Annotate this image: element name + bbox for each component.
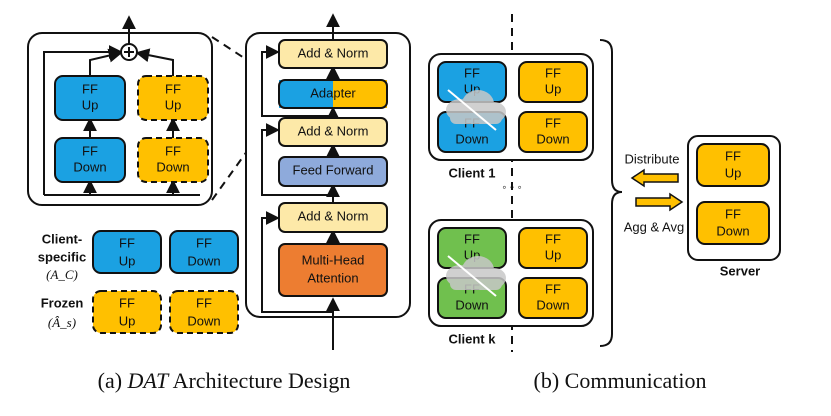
svg-text:Add & Norm: Add & Norm xyxy=(298,123,369,138)
arrow-right-icon xyxy=(635,192,684,212)
bracket xyxy=(599,39,623,347)
ff-down-frozen-block: FF Down xyxy=(137,137,209,183)
caption-b: (b) Communication xyxy=(534,368,707,393)
svg-text:FF: FF xyxy=(119,235,135,250)
legend-client-label: specific xyxy=(38,249,86,264)
svg-text:FF: FF xyxy=(196,235,212,250)
svg-text:Down: Down xyxy=(187,253,220,268)
caption-a: (a) DAT Architecture Design xyxy=(98,368,351,393)
client-k: FF Up FF Down FF Up FF Down Client k xyxy=(428,219,594,346)
transformer-block: Add & Norm Adapter Add & Norm Feed Forwa… xyxy=(245,13,411,350)
svg-text:FF: FF xyxy=(464,231,480,246)
svg-text:FF: FF xyxy=(725,148,741,163)
block-label: FF xyxy=(165,81,181,96)
svg-text:Adapter: Adapter xyxy=(310,85,356,100)
block-label: Down xyxy=(73,159,106,174)
server: FF Up FF Down Server xyxy=(687,135,781,278)
svg-text:Down: Down xyxy=(455,297,488,312)
client-k-label: Client k xyxy=(449,331,497,346)
svg-text:FF: FF xyxy=(119,295,135,310)
svg-text:FF: FF xyxy=(196,295,212,310)
svg-text:FF: FF xyxy=(725,206,741,221)
svg-text:FF: FF xyxy=(545,115,561,130)
block-label: FF xyxy=(82,143,98,158)
ff-down-client-block: FF Down xyxy=(54,137,126,183)
block-label: Up xyxy=(82,97,99,112)
add-norm-top xyxy=(278,39,388,69)
svg-text:Attention: Attention xyxy=(307,270,358,285)
add-norm-mid xyxy=(278,117,388,147)
cloud-icon xyxy=(446,90,506,124)
svg-text:FF: FF xyxy=(464,65,480,80)
server-label: Server xyxy=(720,263,760,278)
svg-text:Up: Up xyxy=(545,247,562,262)
svg-text:Down: Down xyxy=(455,131,488,146)
communication-panel: FF Up FF Down FF Up FF Down Client 1 ◦ ◦… xyxy=(428,14,781,352)
legend: Client- specific (A_C) Frozen (Â_s) FF U… xyxy=(38,230,239,334)
svg-text:Down: Down xyxy=(536,131,569,146)
ff-up-client-block: FF Up xyxy=(54,75,126,121)
ff-up-frozen-block: FF Up xyxy=(137,75,209,121)
legend-client-symbol: (A_C) xyxy=(46,267,78,282)
client-1: FF Up FF Down FF Up FF Down Client 1 xyxy=(428,53,594,180)
svg-text:Multi-Head: Multi-Head xyxy=(302,252,365,267)
cloud-icon xyxy=(446,256,506,290)
adapter-detail-panel: FF Up FF Up FF Down FF Down xyxy=(27,15,213,206)
svg-text:Add & Norm: Add & Norm xyxy=(298,208,369,223)
agg-avg-label: Agg & Avg xyxy=(624,219,684,234)
svg-text:Feed Forward: Feed Forward xyxy=(293,162,374,177)
block-label: Up xyxy=(165,97,182,112)
client-1-label: Client 1 xyxy=(449,165,496,180)
svg-text:FF: FF xyxy=(545,281,561,296)
svg-text:FF: FF xyxy=(545,65,561,80)
svg-text:Up: Up xyxy=(119,313,136,328)
block-label: FF xyxy=(82,81,98,96)
svg-text:Up: Up xyxy=(545,81,562,96)
svg-text:Down: Down xyxy=(716,223,749,238)
svg-text:Down: Down xyxy=(536,297,569,312)
arrow-left-icon xyxy=(630,168,679,188)
add-norm-bottom xyxy=(278,202,388,233)
multi-head-attention-block xyxy=(278,243,388,297)
legend-client-label: Client- xyxy=(42,231,82,246)
plus-circle-icon xyxy=(120,43,138,61)
svg-text:Up: Up xyxy=(119,253,136,268)
block-label: FF xyxy=(165,143,181,158)
ellipsis: ◦ ◦ ◦ xyxy=(502,180,521,194)
adapter-block: Adapter xyxy=(278,79,388,109)
legend-frozen-label: Frozen xyxy=(41,295,84,310)
legend-frozen-symbol: (Â_s) xyxy=(48,315,76,330)
svg-text:FF: FF xyxy=(545,231,561,246)
svg-text:Up: Up xyxy=(725,165,742,180)
svg-text:Add & Norm: Add & Norm xyxy=(298,45,369,60)
distribute-label: Distribute xyxy=(625,151,680,166)
feed-forward-block xyxy=(278,156,388,187)
svg-text:Down: Down xyxy=(187,313,220,328)
block-label: Down xyxy=(156,159,189,174)
